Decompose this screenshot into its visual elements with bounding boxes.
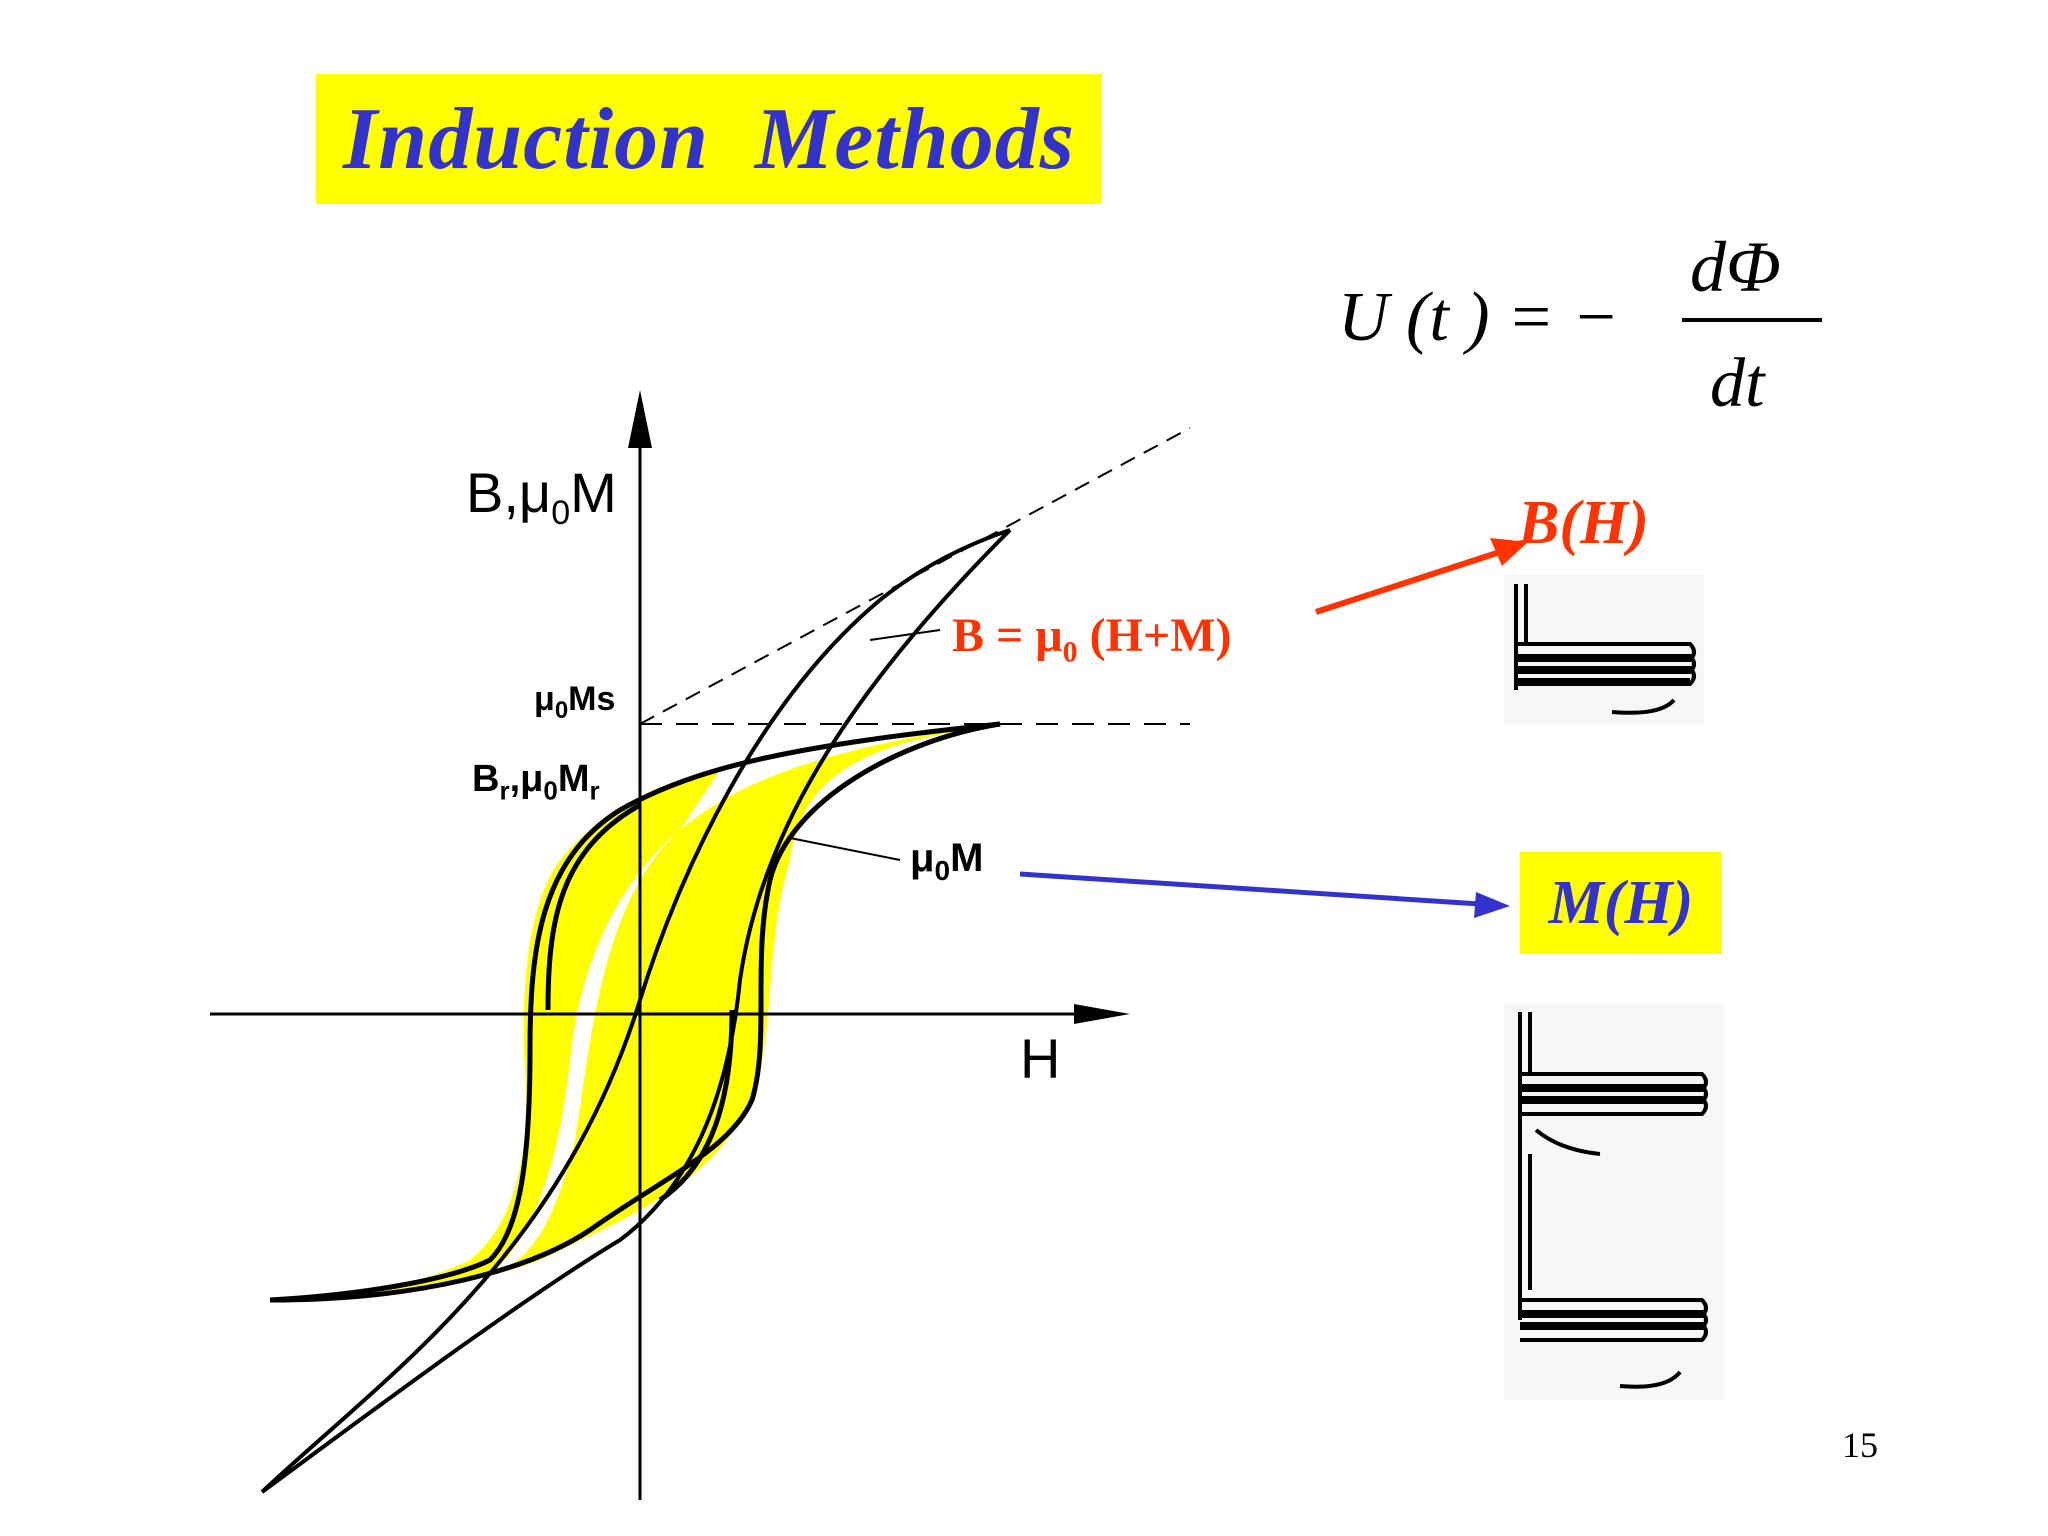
b-arrow-head bbox=[1490, 538, 1528, 566]
m-loop-ascending bbox=[269, 721, 1001, 1303]
y-axis-label: B,μ0M bbox=[466, 461, 617, 533]
fraction-bar bbox=[1682, 318, 1822, 322]
b-slope-dashed-line bbox=[639, 427, 1191, 725]
b-eq-pointer bbox=[869, 629, 941, 641]
m-of-h-label: M(H) bbox=[1548, 868, 1694, 937]
magnetization-curve-label: μ0M bbox=[910, 836, 984, 886]
mu-m-pointer bbox=[789, 837, 901, 861]
m-arrow-shaft bbox=[1019, 871, 1481, 907]
m-arrow-head bbox=[1474, 892, 1510, 918]
faraday-formula: U (t ) = − dΦ dt bbox=[1330, 210, 1850, 440]
b-arrow-shaft bbox=[1315, 549, 1501, 615]
page-number: 15 bbox=[1842, 1425, 1878, 1465]
m-of-h-box: M(H) bbox=[1520, 852, 1722, 954]
b-loop-descending bbox=[260, 528, 1011, 1494]
m-loop-fill-left bbox=[270, 770, 720, 1300]
y-axis-arrowhead bbox=[628, 390, 652, 448]
b-of-h-label: B(H) bbox=[1518, 489, 1649, 557]
remanence-label: Br,μ0Mr bbox=[472, 758, 600, 806]
formula-numerator: dΦ bbox=[1690, 227, 1781, 307]
saturation-label: μ0Ms bbox=[534, 680, 616, 724]
x-axis-arrowhead bbox=[1074, 1004, 1130, 1024]
b-loop-ascending bbox=[260, 528, 1012, 1494]
b-equation-label: B = μ0 (H+M) bbox=[952, 609, 1232, 669]
single-coil-icon bbox=[1504, 574, 1704, 724]
x-axis-label: H bbox=[1020, 1027, 1061, 1090]
slide-title-box: Induction Methods bbox=[316, 74, 1102, 204]
m-inner-left bbox=[545, 802, 642, 1011]
formula-lhs: U (t ) = − bbox=[1338, 279, 1620, 356]
slide-title: Induction Methods bbox=[343, 90, 1075, 188]
compensated-coil-icon bbox=[1504, 1004, 1724, 1400]
formula-denominator: dt bbox=[1710, 345, 1765, 422]
